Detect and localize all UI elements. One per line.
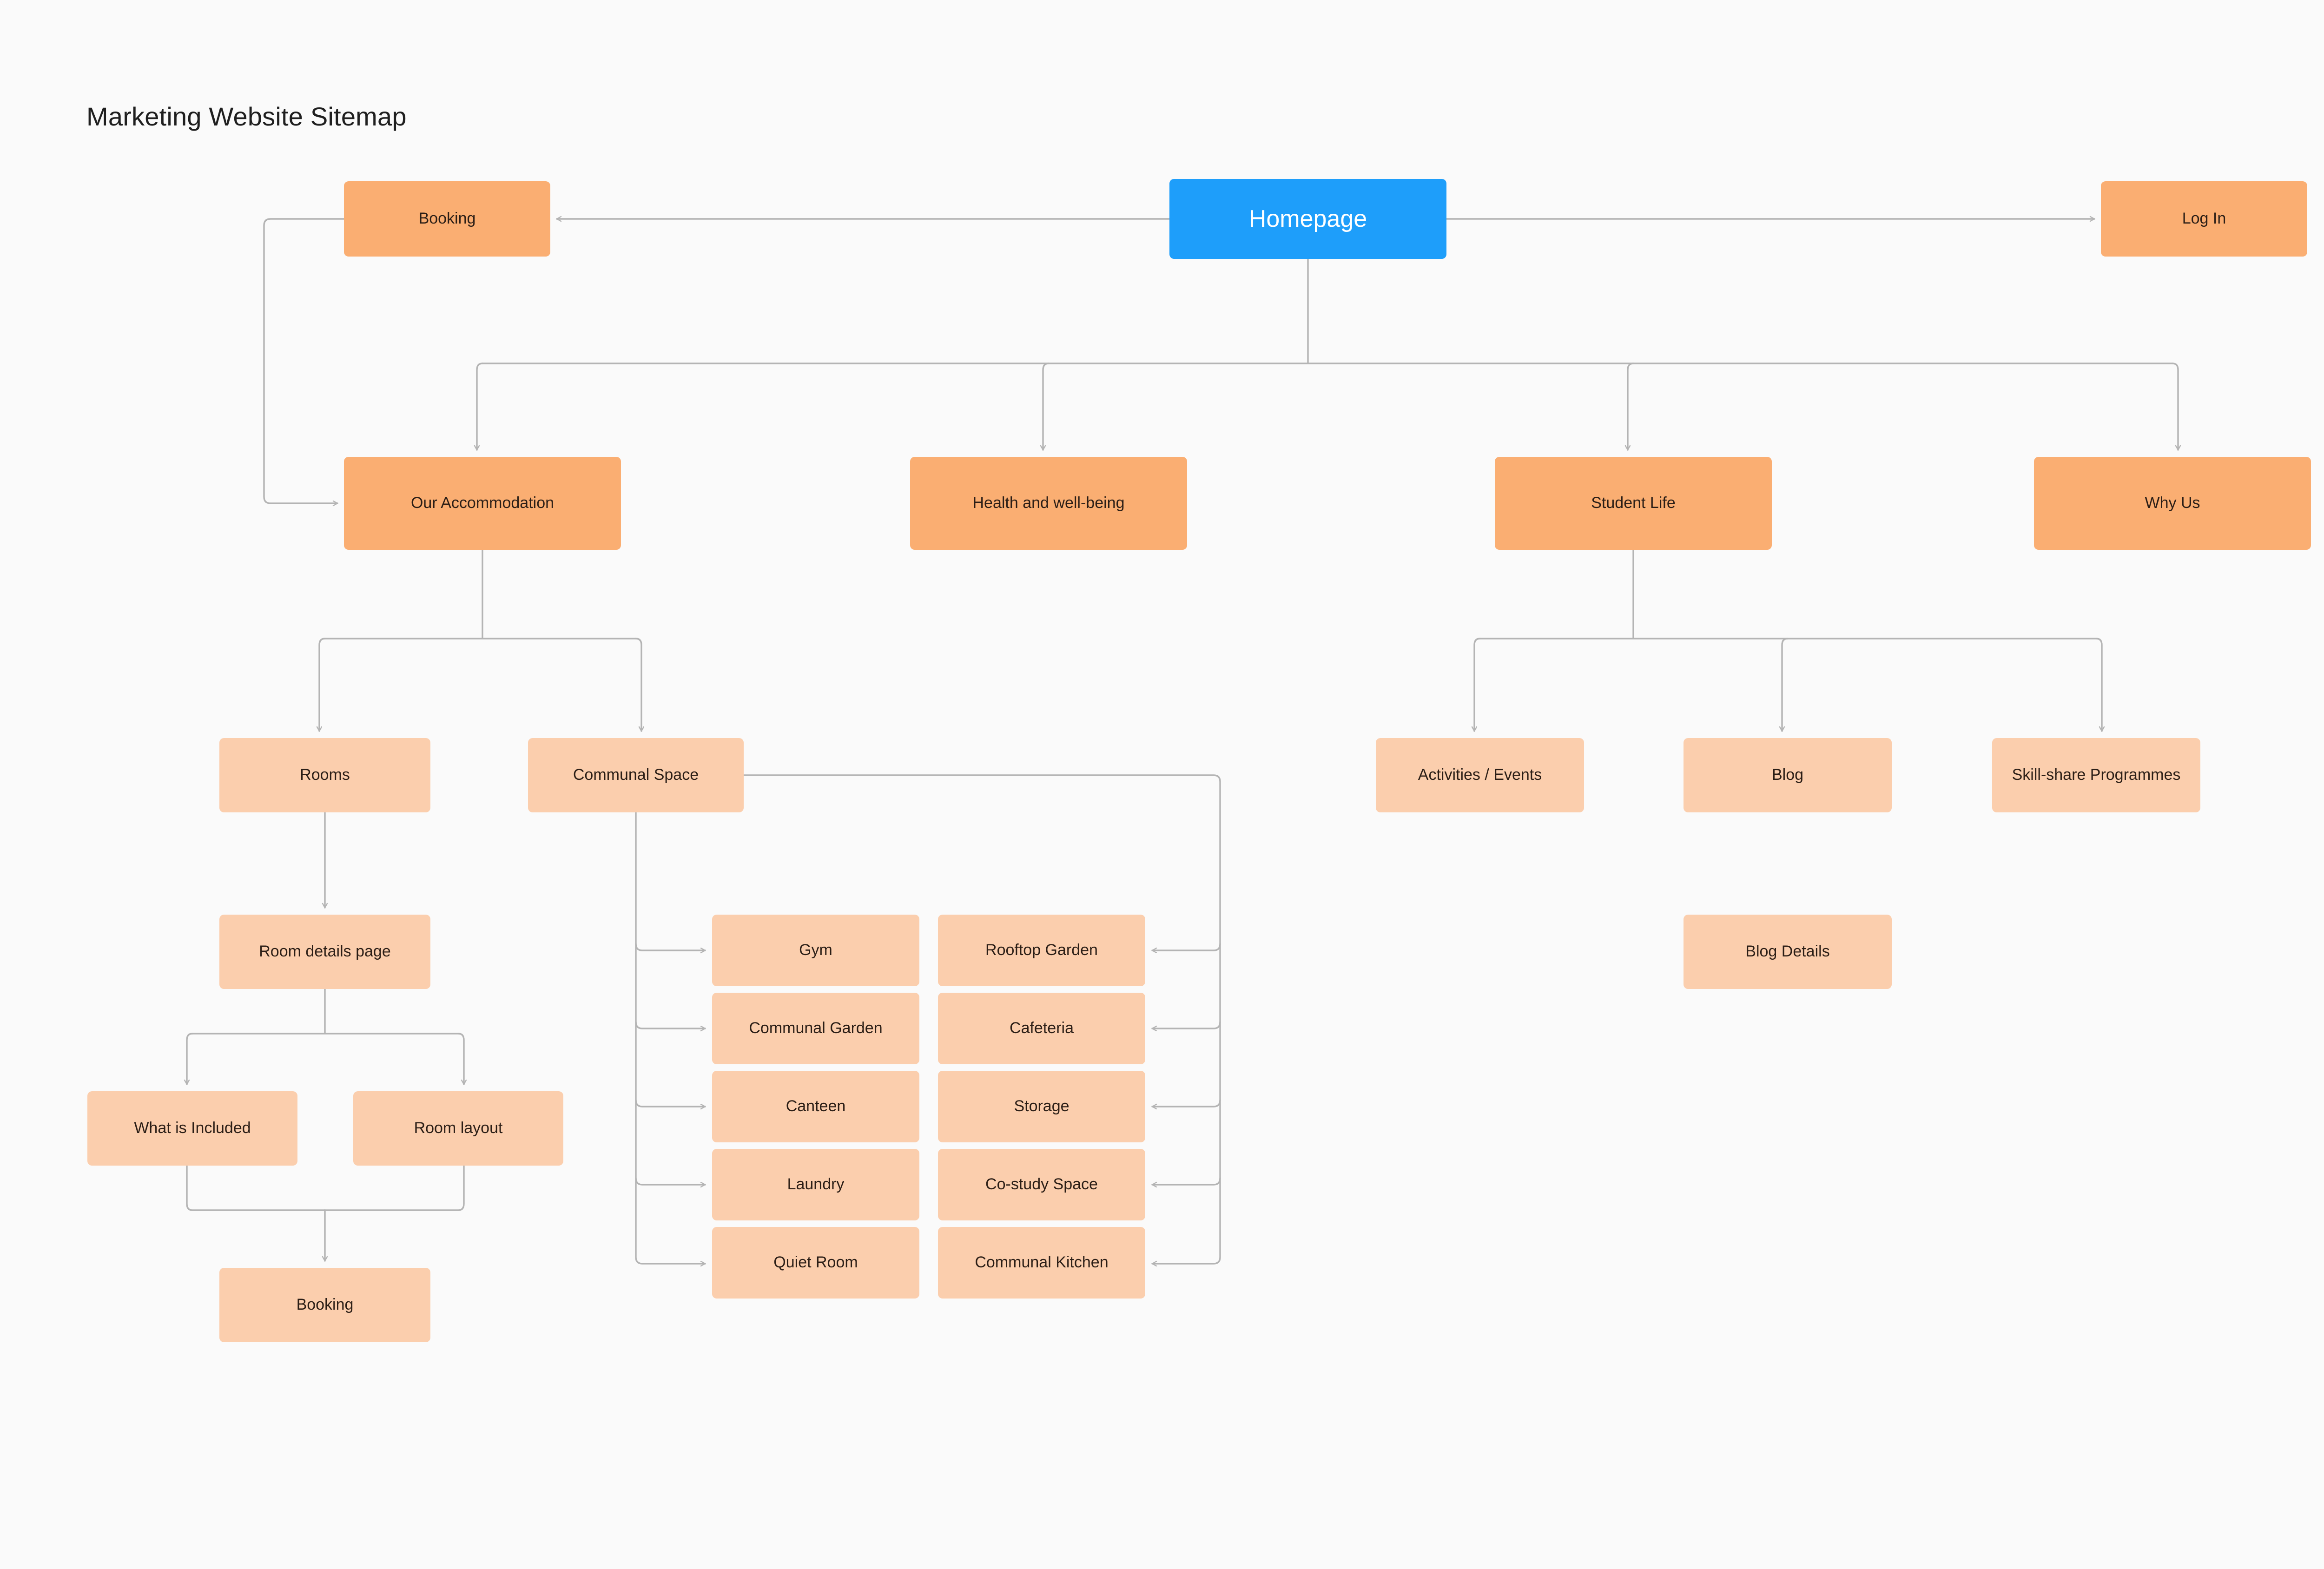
node-room-layout[interactable]: Room layout [353,1091,563,1166]
node-student-life[interactable]: Student Life [1495,457,1772,550]
edge-communal-laundry [635,1177,706,1185]
node-blog-details[interactable]: Blog Details [1684,915,1892,989]
edge-bus-communal-space [635,638,641,732]
edge-communal-rooftop [1151,943,1221,950]
edge-communal-gym [635,943,706,950]
node-communal-garden[interactable]: Communal Garden [712,993,919,1064]
node-rooftop-garden[interactable]: Rooftop Garden [938,915,1145,986]
node-gym[interactable]: Gym [712,915,919,986]
edge-bus-rooms [319,638,326,732]
edge-bus-health [1043,363,1050,451]
node-communal-space[interactable]: Communal Space [528,738,744,812]
edge-communal-communal-garden [635,1021,706,1028]
edge-communal-storage [1151,1099,1221,1107]
node-our-accommodation[interactable]: Our Accommodation [344,457,621,550]
edge-communal-left-bus [635,811,706,1264]
edge-bus-blog [1782,638,1789,732]
node-costudy-space[interactable]: Co-study Space [938,1149,1145,1220]
edge-what-included-join [186,1165,326,1211]
node-skillshare-programmes[interactable]: Skill-share Programmes [1992,738,2200,812]
node-communal-kitchen[interactable]: Communal Kitchen [938,1227,1145,1299]
edge-bus-activities [1474,638,1481,732]
edge-bus-why-us [2172,363,2178,451]
edge-bus-student-life [1628,363,1634,451]
node-why-us[interactable]: Why Us [2034,457,2311,550]
edge-bus-skillshare [2095,638,2102,732]
node-health-wellbeing[interactable]: Health and well-being [910,457,1187,550]
node-what-is-included[interactable]: What is Included [87,1091,297,1166]
edge-booking-accommodation [263,218,345,503]
node-cafeteria[interactable]: Cafeteria [938,993,1145,1064]
edge-bus-room-layout [457,1033,464,1085]
edge-communal-canteen [635,1099,706,1107]
node-canteen[interactable]: Canteen [712,1071,919,1142]
node-blog[interactable]: Blog [1684,738,1892,812]
edge-communal-costudy [1151,1177,1221,1185]
edge-bus-accommodation [477,363,483,451]
node-storage[interactable]: Storage [938,1071,1145,1142]
node-homepage[interactable]: Homepage [1169,179,1446,259]
node-booking-top[interactable]: Booking [344,181,550,257]
node-login[interactable]: Log In [2101,181,2307,257]
page-title: Marketing Website Sitemap [86,102,407,131]
node-activities-events[interactable]: Activities / Events [1376,738,1584,812]
edge-room-layout-join [324,1165,465,1211]
edge-communal-cafeteria [1151,1021,1221,1028]
edge-bus-what-included [187,1033,193,1085]
node-booking-bottom[interactable]: Booking [219,1268,430,1342]
node-quiet-room[interactable]: Quiet Room [712,1227,919,1299]
node-laundry[interactable]: Laundry [712,1149,919,1220]
node-room-details-page[interactable]: Room details page [219,915,430,989]
node-rooms[interactable]: Rooms [219,738,430,812]
